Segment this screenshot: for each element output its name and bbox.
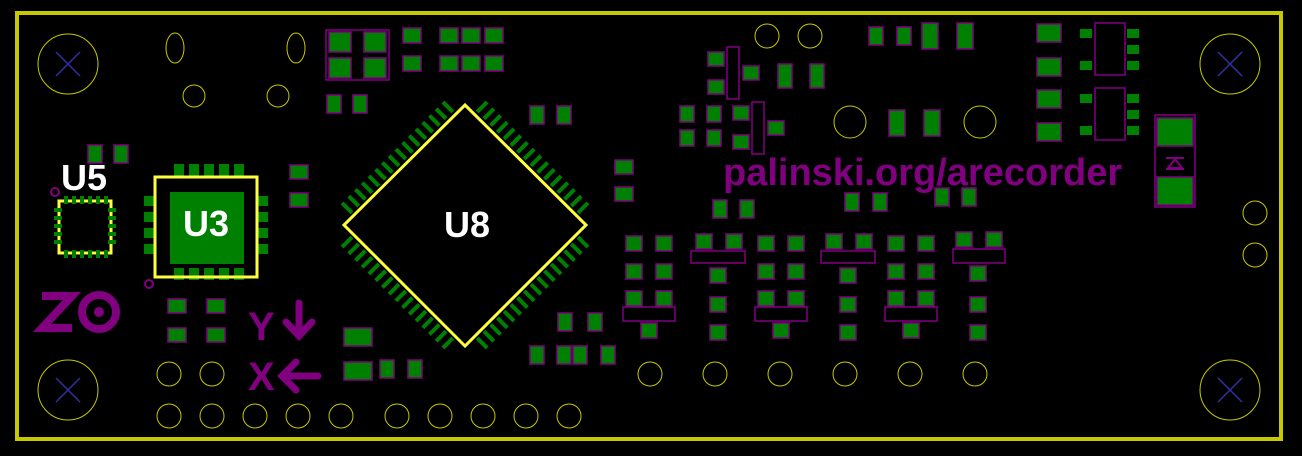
u8-pin <box>529 282 543 296</box>
u5-chip <box>54 196 116 258</box>
axis-y-label: Y <box>248 305 275 349</box>
u8-pin <box>549 262 563 276</box>
u8-pin <box>482 107 496 121</box>
u8-pin <box>428 114 441 127</box>
u3-chip <box>144 164 268 280</box>
u8-pin <box>374 269 387 283</box>
u8-pin <box>394 289 408 303</box>
u8-pin <box>536 161 550 174</box>
u8-pin <box>401 140 414 154</box>
u8-pin <box>367 262 381 276</box>
mounting-cross-icon <box>55 51 1243 403</box>
u8-pin <box>367 174 381 188</box>
u8-pin <box>475 100 489 114</box>
u8-pin <box>516 296 529 310</box>
logo-icon <box>32 291 120 333</box>
u8-pin <box>502 127 516 141</box>
u8-pin <box>340 235 354 249</box>
u8-pin <box>434 107 448 121</box>
u8-pin <box>489 323 502 336</box>
u8-pin <box>569 242 583 256</box>
u8-label: U8 <box>444 204 490 245</box>
u8-pin <box>347 242 361 256</box>
u8-pin <box>387 154 401 168</box>
u8-pin <box>576 235 590 249</box>
arrow-down-icon <box>282 299 316 342</box>
u8-pin <box>354 249 367 262</box>
u8-pin <box>441 100 455 114</box>
u8-chip <box>340 100 590 350</box>
u8-pin <box>536 276 550 289</box>
u8-pin <box>569 194 583 208</box>
u8-pin <box>394 147 408 161</box>
logo-text: ZO <box>0 0 2 1</box>
u8-pin <box>407 134 421 147</box>
u8-pin <box>509 134 523 147</box>
via-holes <box>156 23 1268 429</box>
u8-pin <box>354 188 367 201</box>
website-label: palinski.org/arecorder <box>723 152 1122 194</box>
u8-pin <box>529 154 543 168</box>
arrow-left-icon <box>277 358 322 394</box>
u8-pin <box>576 201 590 215</box>
u3-label: U3 <box>183 203 229 244</box>
u8-pin <box>563 249 576 262</box>
sot-pads <box>1080 29 1139 135</box>
u8-pin <box>414 127 428 141</box>
u8-pin <box>563 188 576 201</box>
logo-dot <box>94 307 104 317</box>
u8-pin <box>340 201 354 215</box>
u8-pin <box>502 309 516 323</box>
u8-pin <box>434 329 448 343</box>
u8-pin <box>495 120 509 134</box>
u8-pin <box>509 303 523 316</box>
axis-x-label: X <box>248 355 275 399</box>
u8-pin <box>347 194 361 208</box>
u8-pin <box>522 289 536 303</box>
u8-pin <box>428 323 441 336</box>
u8-pin <box>421 316 435 330</box>
u8-pin <box>489 114 502 127</box>
u8-pin <box>543 167 556 181</box>
u8-pin <box>360 181 374 195</box>
u8-pin <box>380 276 394 289</box>
u8-pin <box>522 147 536 161</box>
u8-pin <box>556 255 570 269</box>
u8-pin <box>374 167 387 181</box>
u8-pin <box>360 255 374 269</box>
mounting-hole-icon <box>37 33 1261 421</box>
u8-pin <box>387 282 401 296</box>
smd-pads <box>87 22 1194 381</box>
u8-pin <box>549 174 563 188</box>
u8-pin <box>407 303 421 316</box>
u8-pin <box>475 336 489 350</box>
u8-pin <box>543 269 556 283</box>
u8-pin <box>495 316 509 330</box>
u8-pin <box>421 120 435 134</box>
u8-pin <box>380 161 394 174</box>
board-outline <box>15 11 1283 441</box>
u8-pin <box>441 336 455 350</box>
u5-label: U5 <box>61 157 107 198</box>
u8-pin <box>556 181 570 195</box>
silkscreen-outlines <box>325 22 1196 322</box>
u8-pin <box>516 140 529 154</box>
u8-pin <box>414 309 428 323</box>
u8-pin <box>401 296 414 310</box>
diode-icon <box>1165 157 1185 170</box>
u8-pin <box>482 329 496 343</box>
